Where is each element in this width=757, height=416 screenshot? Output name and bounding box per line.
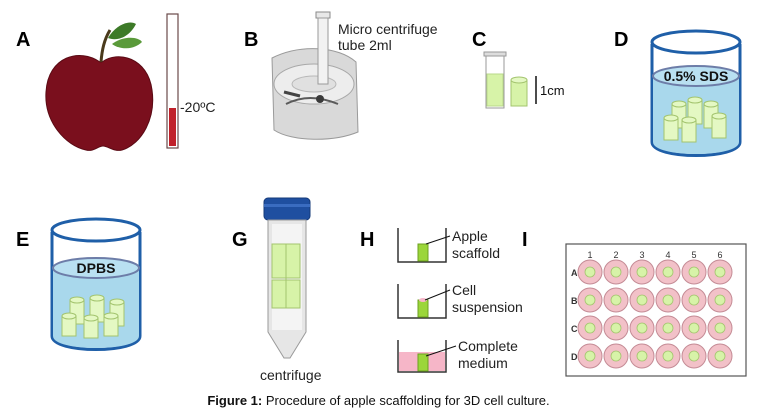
plate-well — [629, 343, 655, 369]
tube-with-scaffold-icon — [483, 51, 507, 109]
apple-cutting-photo — [271, 48, 359, 140]
plate-well — [681, 343, 707, 369]
well-complete-medium — [397, 340, 457, 373]
scaffold-in-well — [662, 322, 674, 334]
plate-well — [707, 315, 733, 341]
plate-well — [655, 315, 681, 341]
panel-g-letter: G — [232, 229, 248, 251]
plate-well — [707, 287, 733, 313]
tube-label-line1: Micro centrifuge — [338, 21, 438, 37]
complete-medium-label-line2: medium — [458, 355, 508, 371]
beaker-sds-icon — [650, 29, 742, 157]
scaffold-in-well — [584, 322, 596, 334]
plate-column-label: 4 — [665, 250, 670, 260]
scaffold-in-well — [636, 322, 648, 334]
figure-caption: Figure 1: Procedure of apple scaffolding… — [0, 393, 757, 408]
plate-well — [629, 259, 655, 285]
plate-well — [577, 343, 603, 369]
plate-well — [629, 287, 655, 313]
plate-row-label: B — [571, 296, 578, 306]
sds-solution-label: 0.5% SDS — [664, 68, 729, 84]
centrifuge-tube-icon — [263, 197, 311, 359]
scaffold-cylinders-dpbs — [61, 294, 125, 339]
scaffold-in-well — [610, 322, 622, 334]
plate-well — [681, 259, 707, 285]
centrifuge-label: centrifuge — [260, 367, 322, 383]
scaffold-in-well — [688, 294, 700, 306]
scaffold-in-well — [714, 266, 726, 278]
plate-well — [577, 287, 603, 313]
plate-well — [655, 287, 681, 313]
thermometer-icon — [166, 13, 179, 149]
plate-well — [603, 343, 629, 369]
cylinder-scaffold-icon — [510, 76, 528, 107]
cell-suspension-label-line2: suspension — [452, 299, 523, 315]
panel-i-letter: I — [522, 229, 528, 251]
plate-well — [707, 259, 733, 285]
plate-well — [603, 259, 629, 285]
plate-well — [603, 315, 629, 341]
plate-well — [681, 315, 707, 341]
scaffold-in-well — [662, 294, 674, 306]
panel-a-letter: A — [16, 29, 30, 51]
scaffold-in-well — [584, 294, 596, 306]
scaffold-in-well — [714, 350, 726, 362]
cell-suspension-label-line1: Cell — [452, 282, 476, 298]
plate-well — [629, 315, 655, 341]
plate-well — [655, 343, 681, 369]
scale-bar-label: 1cm — [540, 83, 565, 98]
freezer-temperature-label: -20ºC — [180, 99, 215, 115]
plate-column-label: 2 — [613, 250, 618, 260]
scaffold-in-well — [662, 266, 674, 278]
plate-column-label: 1 — [587, 250, 592, 260]
scaffold-in-well — [688, 322, 700, 334]
scaffold-in-well — [610, 350, 622, 362]
scaffold-in-well — [584, 266, 596, 278]
scaffold-in-well — [584, 350, 596, 362]
scaffold-in-well — [688, 350, 700, 362]
plate-well — [603, 287, 629, 313]
plate-row-label: A — [571, 268, 578, 278]
plate-well — [681, 287, 707, 313]
panel-b-letter: B — [244, 29, 258, 51]
scaffold-in-well — [714, 294, 726, 306]
plate-column-label: 3 — [639, 250, 644, 260]
plate-well — [707, 343, 733, 369]
scaffold-cylinders-sds — [663, 96, 727, 143]
apple-scaffold-label-line1: Apple — [452, 228, 488, 244]
scaffold-in-well — [636, 350, 648, 362]
beaker-dpbs-icon — [50, 217, 142, 351]
well-plate-24: 1 2 3 4 5 6 A B C D — [565, 243, 747, 377]
panel-h-letter: H — [360, 229, 374, 251]
scaffold-in-well — [610, 294, 622, 306]
tube-label-line2: tube 2ml — [338, 37, 392, 53]
dpbs-solution-label: DPBS — [77, 260, 116, 276]
scaffold-in-well — [636, 294, 648, 306]
plate-well — [577, 259, 603, 285]
scaffold-in-well — [662, 350, 674, 362]
well-cell-suspension — [397, 284, 451, 319]
caption-label: Figure 1: — [207, 393, 263, 408]
micro-centrifuge-tube-icon — [315, 11, 331, 85]
well-apple-scaffold — [397, 228, 451, 263]
complete-medium-label-line1: Complete — [458, 338, 518, 354]
apple-icon — [45, 22, 154, 151]
plate-well — [577, 315, 603, 341]
scaffold-in-well — [610, 266, 622, 278]
scaffold-in-well — [636, 266, 648, 278]
plate-column-label: 6 — [717, 250, 722, 260]
panel-c-letter: C — [472, 29, 486, 51]
plate-row-label: D — [571, 352, 578, 362]
plate-well — [655, 259, 681, 285]
apple-scaffold-label-line2: scaffold — [452, 245, 500, 261]
panel-d-letter: D — [614, 29, 628, 51]
scaffold-in-well — [688, 266, 700, 278]
scaffold-in-well — [714, 322, 726, 334]
plate-row-label: C — [571, 324, 578, 334]
caption-text: Procedure of apple scaffolding for 3D ce… — [265, 393, 550, 408]
plate-column-label: 5 — [691, 250, 696, 260]
panel-e-letter: E — [16, 229, 29, 251]
